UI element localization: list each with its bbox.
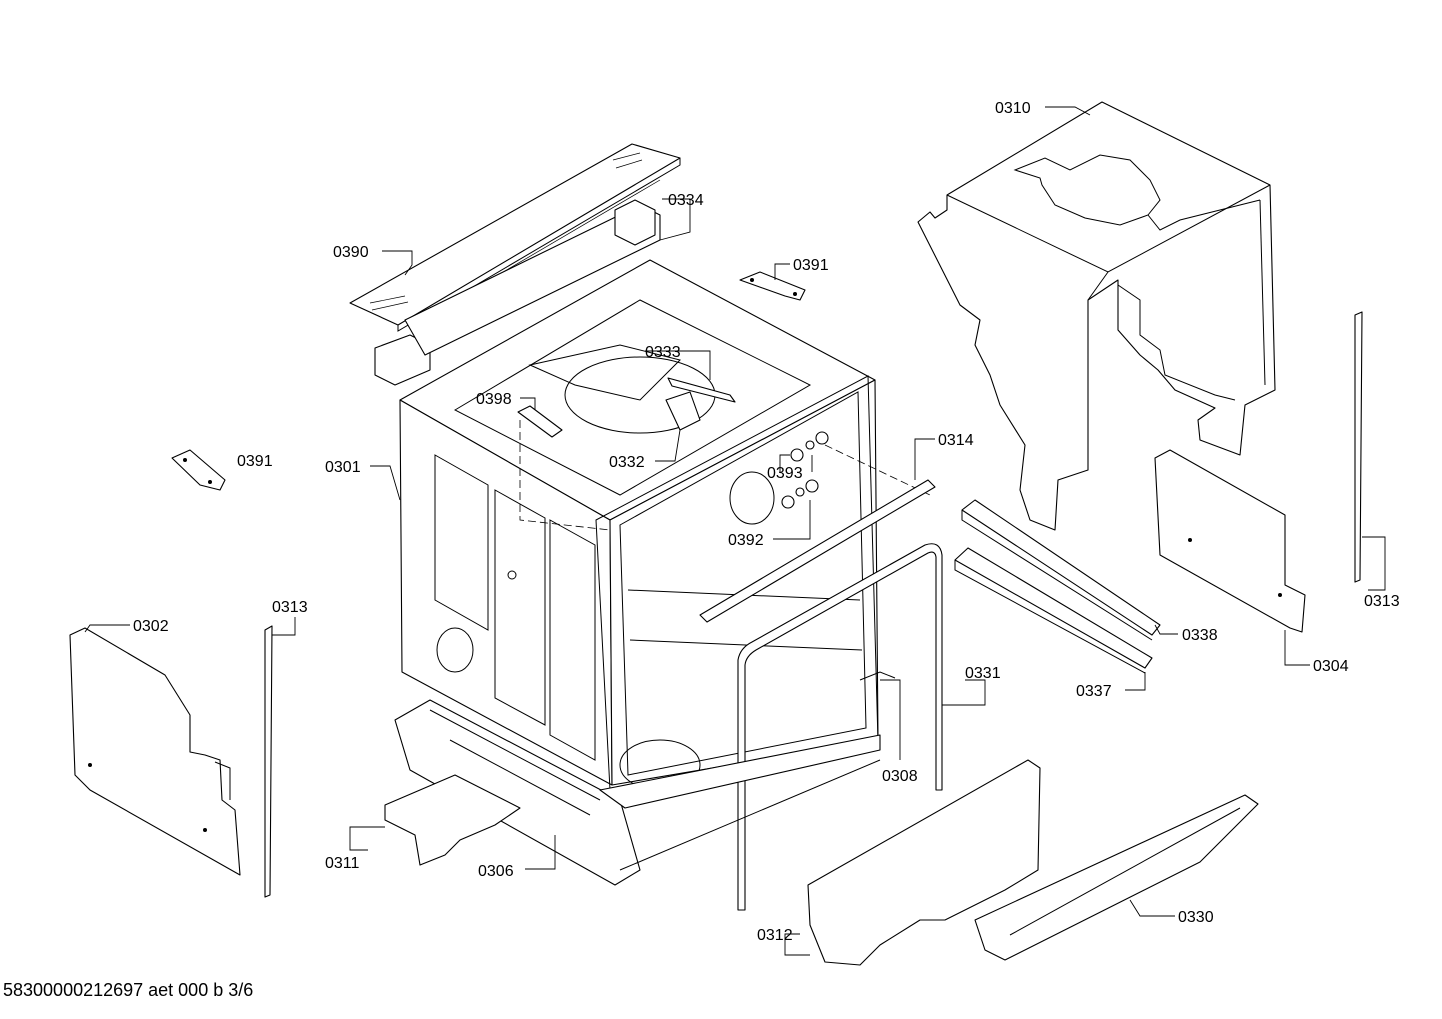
part-0302-side-panel [69,627,241,876]
part-0313-side-strip-right [1354,311,1363,583]
part-0391-bracket-left [171,449,226,491]
label-0334: 0334 [668,192,704,209]
label-0333: 0333 [645,344,681,361]
label-0332: 0332 [609,454,645,471]
part-0333-clip [667,377,736,403]
label-0301: 0301 [325,459,361,476]
part-0391-bracket-right [739,271,806,301]
assembly-dash-lines [519,420,931,531]
part-0314-strip [699,479,936,623]
label-0306: 0306 [478,863,514,880]
part-0331-seal [737,543,943,911]
label-0392: 0392 [728,532,764,549]
part-0338-rail [961,499,1161,641]
part-0306-base [394,699,881,886]
part-0308-hose [859,671,896,681]
part-0337-rail [954,547,1153,674]
part-0304-side-panel [1154,449,1306,633]
label-0390: 0390 [333,244,369,261]
part-0398-bracket [517,405,563,438]
label-0331: 0331 [965,665,1001,682]
part-0330-kickplate [974,794,1259,961]
label-0398: 0398 [476,391,512,408]
label-0312: 0312 [757,927,793,944]
part-0312-insulation [807,759,1041,966]
label-0391-left: 0391 [237,453,273,470]
label-0337: 0337 [1076,683,1112,700]
label-0313-right: 0313 [1364,593,1400,610]
leader-lines [84,106,1386,956]
part-labels: 0310 0334 0390 0391 0333 0398 0314 0391 … [133,100,1400,944]
label-0338: 0338 [1182,627,1218,644]
part-0332-hinge [665,391,701,431]
part-0393-fittings [790,431,829,462]
label-0393: 0393 [767,465,803,482]
label-0311: 0311 [325,855,360,872]
label-0308: 0308 [882,768,918,785]
part-0301-tub [399,259,879,791]
label-0304: 0304 [1313,658,1349,675]
part-0311-insulation [384,774,521,866]
part-0392-fittings [781,479,819,509]
drawing-reference-footer: 58300000212697 aet 000 b 3/6 [3,980,254,1000]
label-0310: 0310 [995,100,1031,117]
label-0391-right: 0391 [793,257,829,274]
label-0330: 0330 [1178,909,1214,926]
part-0334-strip-bracket [374,199,661,386]
part-0310-insulation-cover [917,101,1276,531]
label-0314: 0314 [938,432,974,449]
label-0313-left: 0313 [272,599,308,616]
part-0313-side-strip-left [264,625,273,898]
label-0302: 0302 [133,618,169,635]
